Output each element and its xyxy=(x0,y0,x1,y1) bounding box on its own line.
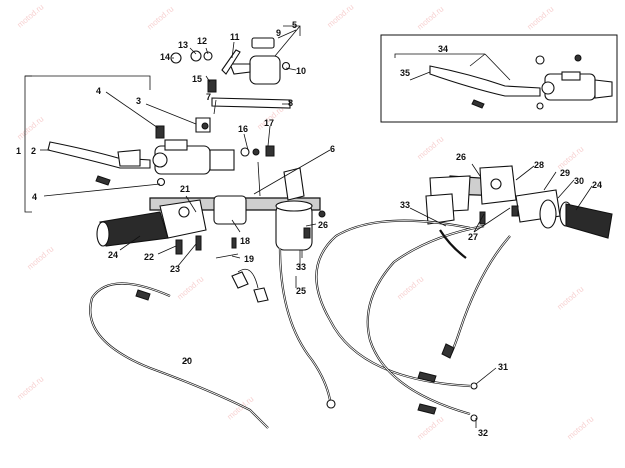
callout-29: 29 xyxy=(560,168,570,178)
watermark-text: motod.ru xyxy=(16,374,46,401)
brake-reservoir-assembly xyxy=(170,37,291,197)
callout-2: 2 xyxy=(31,146,36,156)
callout-15: 15 xyxy=(192,74,202,84)
right-grip xyxy=(565,203,613,239)
watermark-text: motod.ru xyxy=(176,274,206,301)
watermark-text: motod.ru xyxy=(16,2,46,29)
callout-24: 24 xyxy=(592,180,602,190)
watermark-text: motod.ru xyxy=(16,114,46,141)
left-grip xyxy=(99,211,169,247)
callout-26: 26 xyxy=(456,152,466,162)
callout-20: 20 xyxy=(182,356,192,366)
right-handlebar-group xyxy=(425,165,613,239)
watermark-text: motod.ru xyxy=(226,394,256,421)
watermark-text: motod.ru xyxy=(556,284,586,311)
callout-22: 22 xyxy=(144,252,154,262)
watermark-text: motod.ru xyxy=(146,4,176,31)
callout-19: 19 xyxy=(244,254,254,264)
clutch-lever-inset xyxy=(429,65,541,97)
grip-collar xyxy=(539,199,557,229)
watermark-text: motod.ru xyxy=(416,4,446,31)
callout-17: 17 xyxy=(264,118,274,128)
inset-panel xyxy=(380,34,618,123)
screw xyxy=(207,79,217,93)
callout-35: 35 xyxy=(400,68,410,78)
callout-9: 9 xyxy=(276,28,281,38)
throttle-cable-a xyxy=(315,219,471,388)
callout-12: 12 xyxy=(197,36,207,46)
watermark-text: motod.ru xyxy=(26,244,56,271)
pivot-bolt-inset xyxy=(471,99,485,109)
callout-7: 7 xyxy=(206,92,211,102)
callout-14: 14 xyxy=(160,52,170,62)
washer xyxy=(170,52,182,64)
callout-24: 24 xyxy=(108,250,118,260)
callout-16: 16 xyxy=(238,124,248,134)
callout-labels: 1 2 4 3 4 13 12 14 15 7 11 5 9 10 8 16 1… xyxy=(16,20,602,438)
callout-18: 18 xyxy=(240,236,250,246)
watermark-text: motod.ru xyxy=(526,4,556,31)
callout-13: 13 xyxy=(178,40,188,50)
group-bracket xyxy=(24,75,32,213)
callout-32: 32 xyxy=(478,428,488,438)
callout-33: 33 xyxy=(296,262,306,272)
watermark-text: motod.ru xyxy=(396,274,426,301)
brake-reservoir xyxy=(249,55,281,85)
left-lever-assembly xyxy=(47,125,235,187)
cables xyxy=(89,219,511,429)
callout-5: 5 xyxy=(292,20,297,30)
callout-34: 34 xyxy=(438,44,448,54)
callout-23: 23 xyxy=(170,264,180,274)
callout-26: 26 xyxy=(318,220,328,230)
watermark-text: motod.ru xyxy=(416,134,446,161)
left-switch-housing xyxy=(159,199,207,239)
callout-25: 25 xyxy=(296,286,306,296)
callout-4: 4 xyxy=(32,192,37,202)
clutch-cable xyxy=(89,282,269,429)
reservoir-cap xyxy=(251,37,275,49)
callout-21: 21 xyxy=(180,184,190,194)
reservoir-bracket xyxy=(211,97,291,109)
callout-1: 1 xyxy=(16,146,21,156)
connector xyxy=(231,271,249,289)
pivot-bolt xyxy=(155,125,165,139)
throttle-assembly xyxy=(275,167,326,270)
lever-bolt xyxy=(95,175,111,186)
short-cable xyxy=(439,229,467,259)
callout-31: 31 xyxy=(498,362,508,372)
callout-6: 6 xyxy=(330,144,335,154)
callout-4: 4 xyxy=(96,86,101,96)
callout-27: 27 xyxy=(468,232,478,242)
left-handlebar-group xyxy=(96,195,321,303)
callout-28: 28 xyxy=(534,160,544,170)
callout-33: 33 xyxy=(400,200,410,210)
callout-30: 30 xyxy=(574,176,584,186)
watermark-text: motod.ru xyxy=(326,2,356,29)
callout-10: 10 xyxy=(296,66,306,76)
switch-half xyxy=(213,195,247,225)
callout-3: 3 xyxy=(136,96,141,106)
callout-8: 8 xyxy=(288,98,293,108)
watermark-text: motod.ru xyxy=(566,414,596,441)
leader-lines xyxy=(40,29,593,428)
callout-11: 11 xyxy=(230,32,240,42)
watermark-text: motod.ru xyxy=(416,414,446,441)
